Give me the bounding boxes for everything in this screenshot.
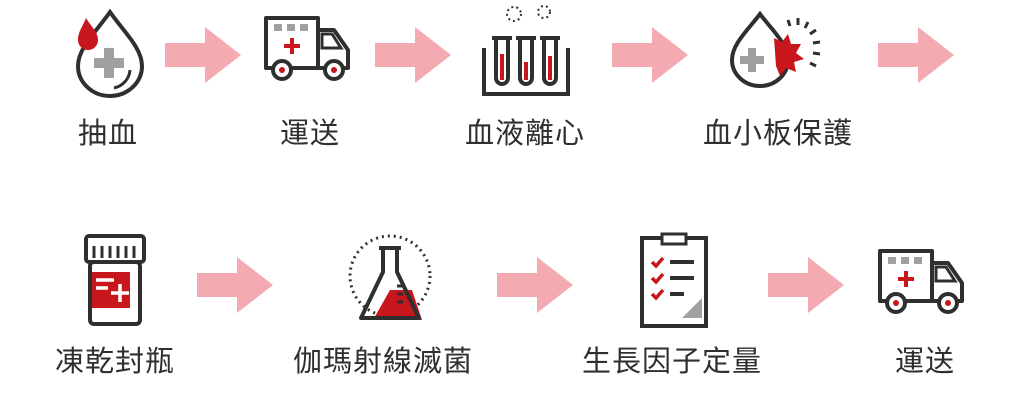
blood-drop-icon (75, 8, 145, 98)
arrow-right-icon (612, 27, 688, 83)
ambulance-icon (264, 16, 350, 81)
step-label: 伽瑪射線滅菌 (292, 344, 473, 378)
flask-icon (348, 234, 432, 320)
test-tubes-icon (482, 5, 570, 96)
step-label: 血液離心 (464, 116, 585, 150)
arrow-right-icon (497, 257, 573, 313)
step-label: 凍乾封瓶 (54, 344, 175, 378)
arrow-right-icon (165, 27, 241, 83)
arrow-right-icon (375, 27, 451, 83)
step-label: 生長因子定量 (581, 344, 762, 378)
protected-drop-icon (729, 10, 821, 88)
medicine-bottle-icon (84, 234, 146, 326)
step-label: 運送 (894, 344, 955, 378)
step-label: 抽血 (77, 116, 138, 150)
arrow-right-icon (197, 257, 273, 313)
step-label: 運送 (279, 116, 340, 150)
step-label: 血小板保護 (702, 116, 853, 150)
arrow-right-icon (768, 257, 844, 313)
checklist-clipboard-icon (640, 232, 708, 328)
arrow-right-icon (878, 27, 954, 83)
ambulance-icon (878, 249, 964, 314)
